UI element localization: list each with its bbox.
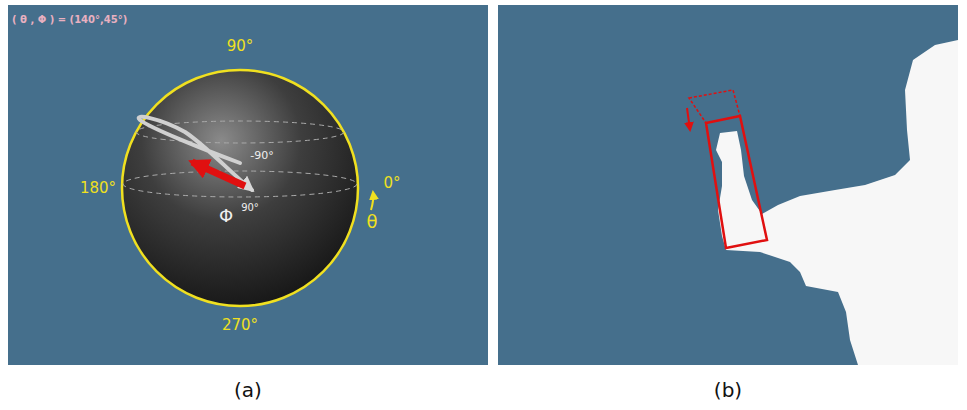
panel-caption: (a) xyxy=(234,379,262,401)
theta-arrow xyxy=(371,192,373,210)
angle-label: 0° xyxy=(383,175,400,192)
angle-label: 180° xyxy=(80,180,116,197)
angle-label: 270° xyxy=(222,317,258,334)
direction-arrow xyxy=(192,162,245,186)
panel-caption: (b) xyxy=(714,379,742,401)
theta-symbol: θ xyxy=(366,212,377,232)
panel-ground xyxy=(8,5,488,365)
shift-arrow xyxy=(687,108,690,130)
angle-label: -90° xyxy=(250,150,273,162)
theta-circle xyxy=(122,70,358,306)
angle-label: 90° xyxy=(241,202,259,213)
detection-window xyxy=(706,116,767,248)
phi-symbol: Φ xyxy=(219,206,233,226)
sphere xyxy=(122,70,358,306)
silhouette xyxy=(716,40,958,365)
phi-arc xyxy=(139,117,252,190)
angle-label: 90° xyxy=(227,38,254,55)
angle-readout: ( θ , Φ ) = (140°,45°) xyxy=(12,14,127,25)
panel-ground xyxy=(498,5,958,365)
previous-window xyxy=(689,90,740,123)
